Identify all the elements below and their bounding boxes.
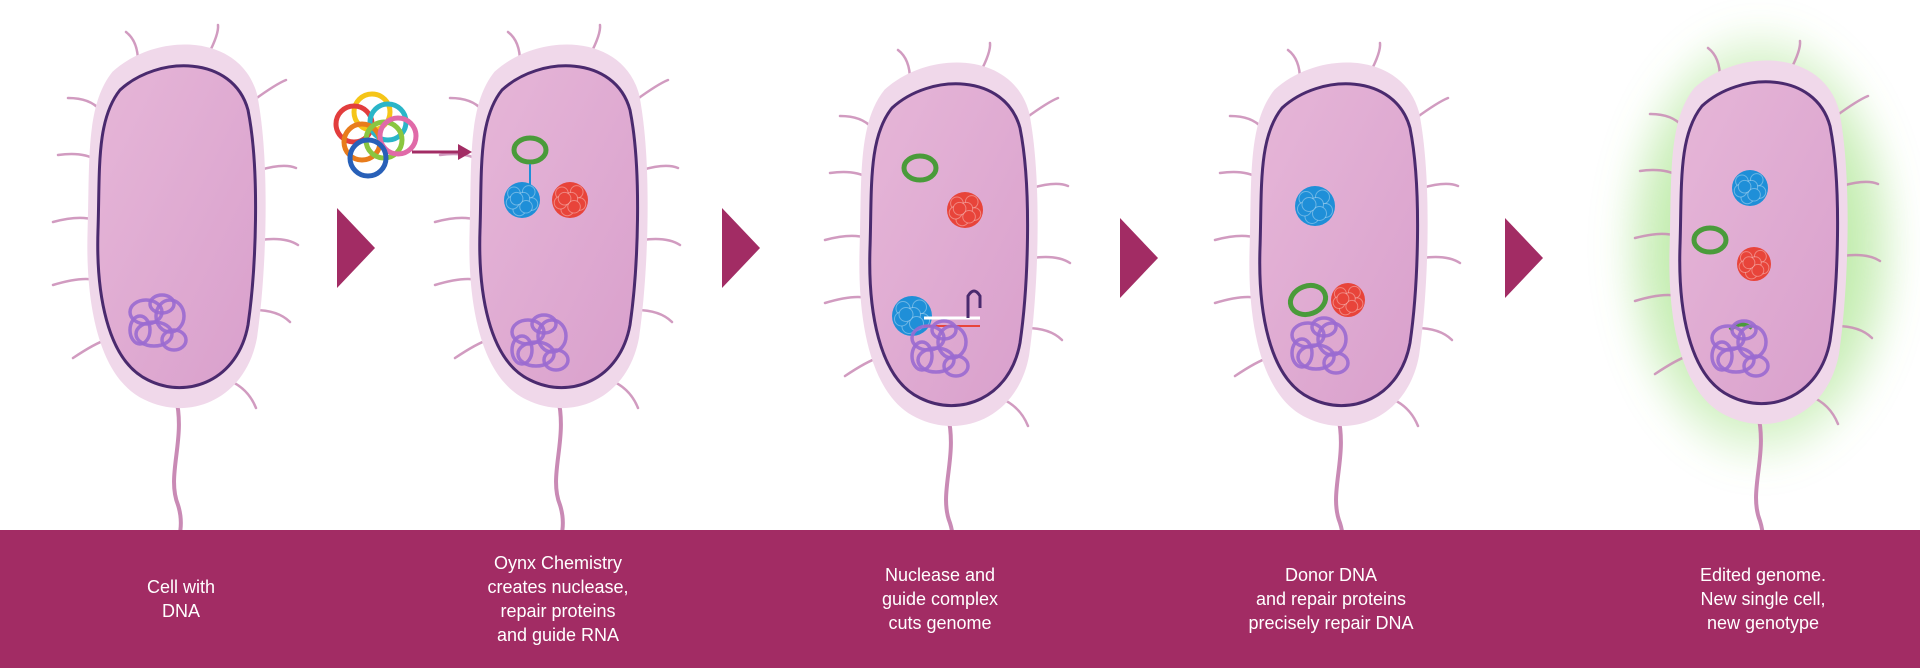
repair-protein-icon bbox=[947, 192, 983, 228]
guide-rna-icon bbox=[1691, 225, 1729, 255]
cell-membrane bbox=[478, 64, 640, 390]
gene-editing-process-diagram bbox=[51, 16, 1910, 530]
caption-edited-genome: Edited genome. New single cell, new geno… bbox=[1699, 565, 1827, 633]
nuclease-icon bbox=[1295, 186, 1335, 226]
cell-stage-1 bbox=[51, 23, 300, 530]
dna-icon bbox=[128, 293, 188, 352]
cell-stage-2 bbox=[433, 23, 682, 530]
dna-icon bbox=[510, 313, 570, 372]
process-arrow-2 bbox=[722, 208, 760, 288]
repair-protein-icon bbox=[1331, 283, 1365, 317]
caption-donor-repair: Donor DNA and repair proteins precisely … bbox=[1248, 565, 1414, 633]
guide-rna-icon bbox=[901, 153, 939, 183]
arrow-head bbox=[458, 144, 472, 160]
caption-cell-with-dna: Cell with DNA bbox=[146, 577, 216, 621]
cell-stage-4 bbox=[1213, 41, 1462, 530]
nuclease-bound-icon bbox=[892, 296, 932, 336]
nuclease-icon bbox=[1732, 170, 1768, 206]
repair-protein-icon bbox=[1737, 247, 1771, 281]
process-arrow-4 bbox=[1505, 218, 1543, 298]
caption-nuclease-cut: Nuclease and guide complex cuts genome bbox=[881, 565, 999, 633]
process-arrow-1 bbox=[337, 208, 375, 288]
cell-membrane bbox=[1678, 80, 1840, 406]
process-arrow-3 bbox=[1120, 218, 1158, 298]
repair-protein-icon bbox=[552, 182, 588, 218]
cell-stage-3 bbox=[823, 41, 1072, 530]
dna-icon bbox=[1710, 319, 1770, 378]
tail-flagellum bbox=[172, 396, 183, 530]
tail-flagellum bbox=[944, 414, 954, 530]
donor-dna-icon bbox=[1287, 282, 1329, 318]
tail-flagellum bbox=[554, 396, 565, 530]
cell-membrane bbox=[1258, 82, 1420, 408]
caption-band: Cell with DNA Oynx Chemistry creates nuc… bbox=[0, 530, 1920, 668]
cell-membrane bbox=[96, 64, 258, 390]
tail-flagellum bbox=[1334, 414, 1344, 530]
dna-icon bbox=[1290, 316, 1350, 375]
nuclease-icon bbox=[504, 182, 540, 218]
tail-flagellum bbox=[1754, 412, 1765, 530]
dna-icon bbox=[910, 319, 970, 378]
chemistry-rings-icon bbox=[333, 91, 419, 179]
guide-rna-icon bbox=[511, 135, 549, 165]
cell-stage-5 bbox=[1610, 16, 1910, 530]
caption-oynx-chemistry: Oynx Chemistry creates nuclease, repair … bbox=[487, 553, 629, 645]
